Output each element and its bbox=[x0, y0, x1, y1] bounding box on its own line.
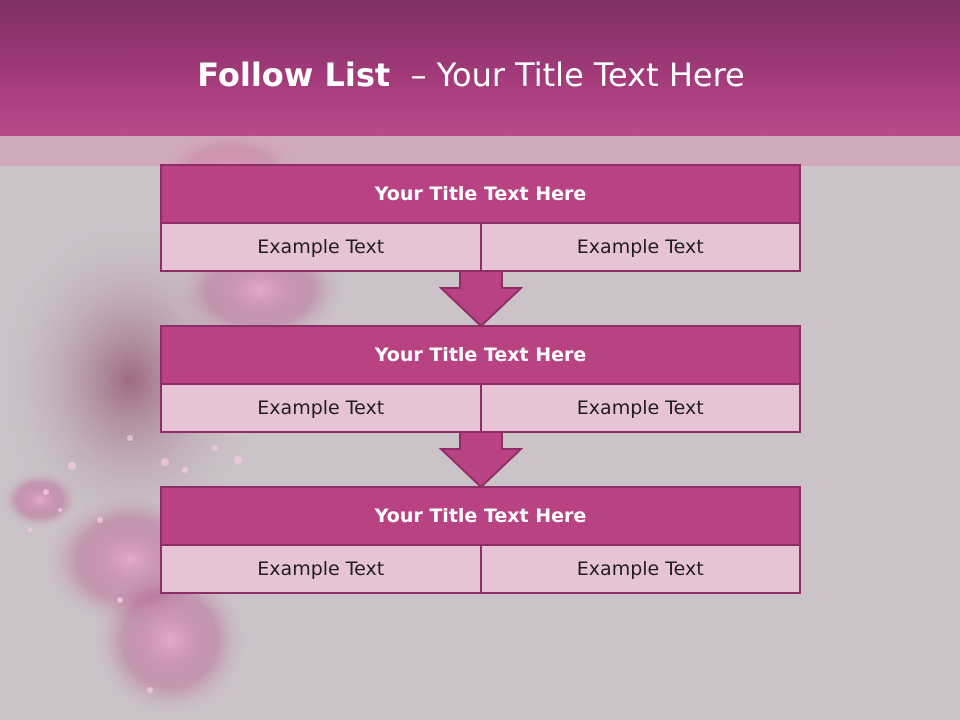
step-row: Example Text Example Text bbox=[162, 224, 799, 270]
step-cell-right: Example Text bbox=[479, 546, 800, 592]
step-block-3: Your Title Text Here Example Text Exampl… bbox=[160, 486, 801, 594]
step-title: Your Title Text Here bbox=[162, 327, 799, 385]
down-arrow-icon bbox=[439, 431, 523, 489]
step-row: Example Text Example Text bbox=[162, 546, 799, 592]
step-cell-right: Example Text bbox=[479, 385, 800, 431]
slide-title-bold: Follow List bbox=[197, 56, 391, 94]
step-title: Your Title Text Here bbox=[162, 166, 799, 224]
title-bar bbox=[0, 0, 960, 136]
down-arrow-icon bbox=[439, 270, 523, 328]
step-cell-right: Example Text bbox=[479, 224, 800, 270]
step-row: Example Text Example Text bbox=[162, 385, 799, 431]
step-block-2: Your Title Text Here Example Text Exampl… bbox=[160, 325, 801, 433]
step-title: Your Title Text Here bbox=[162, 488, 799, 546]
step-block-1: Your Title Text Here Example Text Exampl… bbox=[160, 164, 801, 272]
step-cell-left: Example Text bbox=[257, 236, 385, 258]
header-band bbox=[0, 136, 960, 166]
step-cell-left: Example Text bbox=[257, 558, 385, 580]
slide-title-rest: – Your Title Text Here bbox=[390, 56, 745, 94]
flower-decoration bbox=[28, 435, 242, 693]
step-cell-left: Example Text bbox=[257, 397, 385, 419]
slide-title: Follow List – Your Title Text Here bbox=[0, 52, 942, 98]
